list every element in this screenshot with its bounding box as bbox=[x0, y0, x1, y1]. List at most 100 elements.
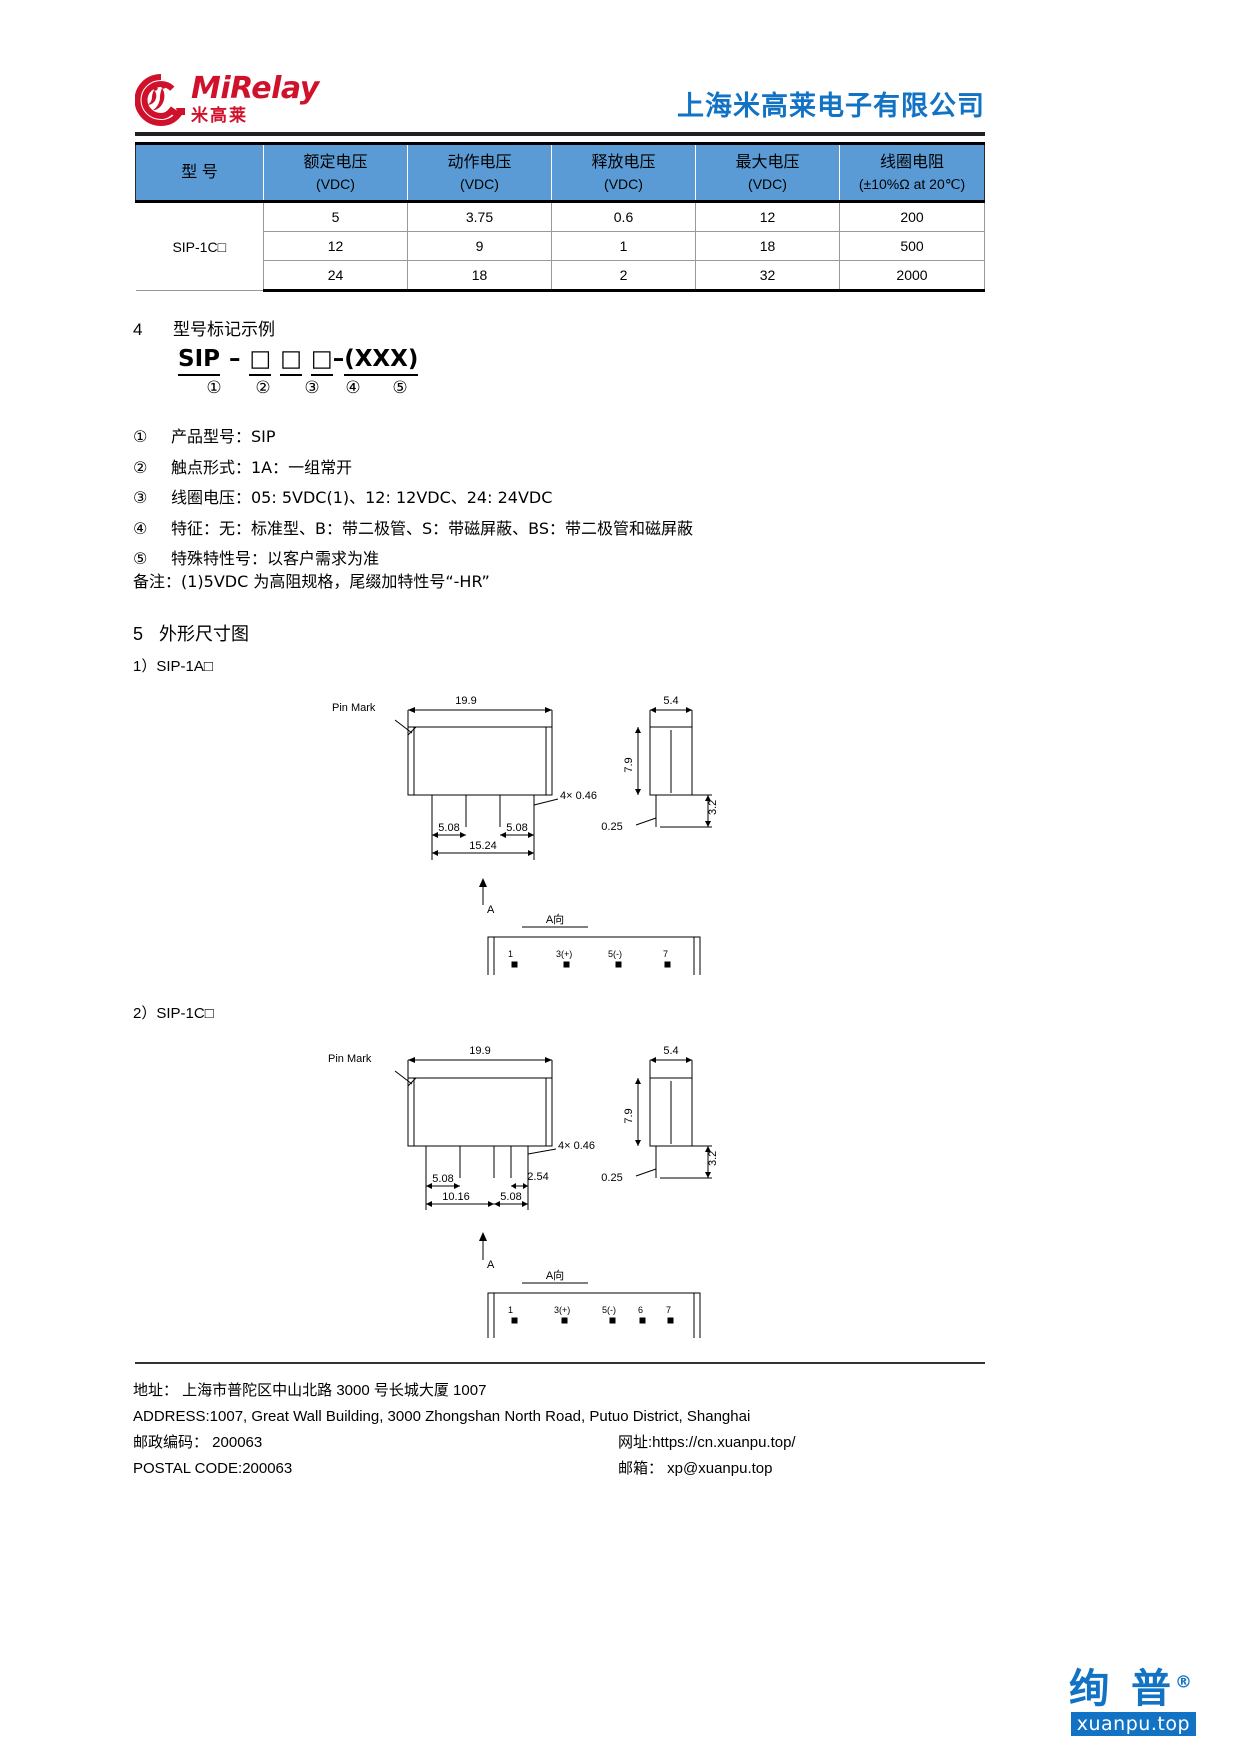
cell-release: 0.6 bbox=[551, 201, 696, 233]
d1-height: 7.9 bbox=[623, 757, 635, 772]
legend-text: 线圈电压：05: 5VDC(1)、12: 12VDC、24: 24VDC bbox=[171, 488, 553, 507]
cell-pickup: 3.75 bbox=[407, 201, 552, 233]
d1-pin-len: 3.2 bbox=[707, 800, 719, 815]
company-name: 上海米高莱电子有限公司 bbox=[677, 91, 985, 121]
formula-box-4: □ bbox=[310, 346, 333, 376]
formula-index-2: ② bbox=[255, 378, 271, 398]
formula-suffix: (XXX) bbox=[344, 346, 419, 376]
formula-index-4: ④ bbox=[345, 378, 361, 398]
col-header-coil-res-title: 线圈电阻 bbox=[879, 154, 944, 171]
cell-rated: 5 bbox=[263, 201, 408, 233]
d1-pin-3: 3(+) bbox=[556, 949, 572, 959]
d2-pin-7: 7 bbox=[666, 1305, 671, 1315]
page-header: MiRelay 米高莱 上海米高莱电子有限公司 bbox=[135, 62, 985, 140]
col-header-release: 释放电压 (VDC) bbox=[551, 142, 696, 203]
d2-pitch-a: 5.08 bbox=[432, 1173, 453, 1185]
col-header-model-title: 型 号 bbox=[181, 164, 218, 182]
col-header-max-title: 最大电压 bbox=[735, 154, 800, 171]
drawing1-caption: 1）SIP-1A□ bbox=[133, 658, 213, 675]
cell-pickup: 9 bbox=[407, 231, 552, 262]
formula-box-3: □ bbox=[280, 346, 302, 376]
d2-pin-6: 6 bbox=[638, 1305, 643, 1315]
outline-drawing-sip-1c: Pin Mark 19.9 4× 0.46 5.08 5.08 2.54 10.… bbox=[328, 1045, 719, 1338]
drawing2-caption: 2）SIP-1C□ bbox=[133, 1005, 214, 1022]
formula-index-3: ③ bbox=[304, 378, 320, 398]
d2-pin-5: 5(-) bbox=[602, 1305, 616, 1315]
col-header-release-title: 释放电压 bbox=[591, 154, 656, 171]
table-row: 12 9 1 18 500 bbox=[136, 231, 985, 262]
legend-text: 特征：无：标准型、B：带二极管、S：带磁屏蔽、BS：带二极管和磁屏蔽 bbox=[171, 518, 693, 538]
d2-pin-1: 1 bbox=[508, 1305, 513, 1315]
d1-pitch-left: 5.08 bbox=[438, 822, 459, 834]
cell-coil-res: 200 bbox=[839, 201, 985, 233]
cell-pickup: 18 bbox=[407, 260, 552, 293]
d2-height: 7.9 bbox=[623, 1108, 635, 1123]
formula-dash2: – bbox=[332, 346, 345, 372]
formula-dash1: – bbox=[228, 346, 241, 372]
header-divider bbox=[135, 132, 985, 136]
cell-rated: 24 bbox=[263, 260, 408, 293]
d2-pin-len: 3.2 bbox=[707, 1151, 719, 1166]
cell-rated: 12 bbox=[263, 231, 408, 262]
footer-website[interactable]: 网址:https://cn.xuanpu.top/ bbox=[618, 1434, 796, 1451]
footer-contact: 网址:https://cn.xuanpu.top/ 邮箱： xp@xuanpu.… bbox=[618, 1430, 796, 1482]
footer-address-cn: 地址： 上海市普陀区中山北路 3000 号长城大厦 1007 bbox=[133, 1382, 487, 1399]
outline-drawing-sip-1a: Pin Mark 19.9 4× 0.46 5.08 5.08 15.24 A … bbox=[332, 695, 719, 975]
watermark-logo: 绚 普® bbox=[1069, 1656, 1196, 1714]
legend-item: ② 触点形式：1A：一组常开 bbox=[133, 455, 1013, 481]
d1-arrow-label: A bbox=[487, 904, 495, 916]
footer-postal-cn: 邮政编码： 200063 bbox=[133, 1434, 263, 1451]
d1-pin-7: 7 bbox=[663, 949, 668, 959]
cell-coil-res: 500 bbox=[839, 231, 985, 262]
cell-release: 2 bbox=[551, 260, 696, 293]
logo-wordmark: MiRelay 米高莱 bbox=[191, 74, 319, 126]
formula-index-1: ① bbox=[206, 378, 222, 398]
legend-mark: ⑤ bbox=[133, 549, 148, 568]
d2-pitch-c: 2.54 bbox=[527, 1171, 548, 1183]
coil-spec-table: 型 号 额定电压 (VDC) 动作电压 (VDC) 释放电压 (VDC) 最大电… bbox=[135, 142, 985, 293]
d1-width: 5.4 bbox=[663, 695, 678, 707]
d1-view-label: A向 bbox=[546, 912, 564, 926]
legend-text: 特殊特性号：以客户需求为准 bbox=[171, 549, 380, 568]
d2-span: 10.16 bbox=[442, 1191, 470, 1203]
formula-prefix: SIP bbox=[178, 346, 220, 376]
model-code-formula: SIP–□□□–(XXX) bbox=[178, 346, 419, 376]
col-header-max-unit: (VDC) bbox=[748, 176, 787, 193]
mirelay-logo: MiRelay 米高莱 bbox=[135, 72, 435, 130]
footer-email[interactable]: 邮箱： xp@xuanpu.top bbox=[618, 1460, 773, 1477]
registered-mark-icon: ® bbox=[1175, 1672, 1196, 1693]
d1-pin-5: 5(-) bbox=[608, 949, 622, 959]
cell-coil-res: 2000 bbox=[839, 260, 985, 293]
legend-mark: ④ bbox=[133, 518, 148, 538]
legend-text: 触点形式：1A：一组常开 bbox=[171, 457, 353, 477]
cell-model: SIP-1C□ bbox=[135, 201, 264, 292]
d1-span: 15.24 bbox=[469, 840, 497, 852]
col-header-pickup: 动作电压 (VDC) bbox=[407, 142, 552, 203]
d1-length: 19.9 bbox=[455, 695, 476, 707]
legend-mark: ② bbox=[133, 457, 148, 477]
cell-release: 1 bbox=[551, 231, 696, 262]
d1-pin-1: 1 bbox=[508, 949, 513, 959]
d1-pin-mark-label: Pin Mark bbox=[332, 702, 376, 714]
d2-length: 19.9 bbox=[469, 1045, 490, 1057]
col-header-coil-res-unit: (±10%Ω at 20℃) bbox=[858, 176, 966, 193]
legend-item: ⑤ 特殊特性号：以客户需求为准 bbox=[133, 546, 1013, 572]
col-header-coil-res: 线圈电阻 (±10%Ω at 20℃) bbox=[839, 142, 985, 203]
col-header-rated-unit: (VDC) bbox=[316, 176, 355, 193]
logo-en-text: MiRelay bbox=[191, 71, 319, 106]
mirelay-logo-icon bbox=[135, 74, 185, 126]
watermark-domain: xuanpu.top bbox=[1070, 1712, 1196, 1736]
col-header-pickup-unit: (VDC) bbox=[460, 176, 499, 193]
section4-title: 型号标记示例 bbox=[173, 320, 275, 339]
table-row: 24 18 2 32 2000 bbox=[136, 260, 985, 293]
section4-number: 4 bbox=[133, 320, 143, 339]
d1-pin-thick: 0.25 bbox=[601, 821, 622, 833]
watermark-text: 绚 普 bbox=[1069, 1666, 1175, 1712]
section5-title: 外形尺寸图 bbox=[159, 624, 249, 644]
